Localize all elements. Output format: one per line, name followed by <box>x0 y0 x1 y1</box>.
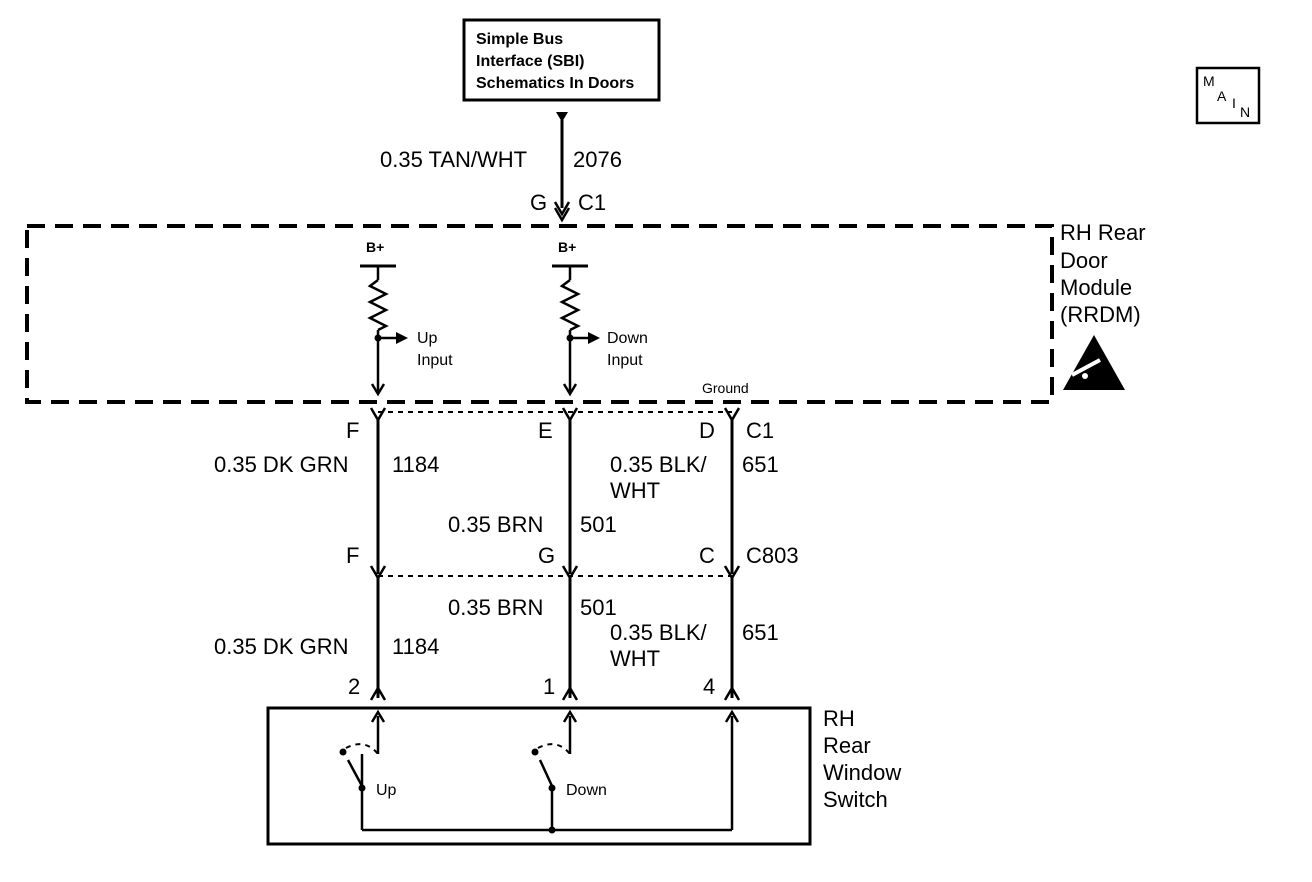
c1-pin-f: F <box>346 418 359 443</box>
main-icon-a: A <box>1217 88 1227 104</box>
down-input-pullup <box>552 264 600 397</box>
ground-label: Ground <box>702 380 749 396</box>
down-switch-contact <box>531 743 571 792</box>
wire-2076 <box>553 112 571 223</box>
wire-651-upper-circuit: 651 <box>742 452 779 477</box>
rrdm-name-line2: Door <box>1060 248 1108 273</box>
wire-651-lower-color2: WHT <box>610 646 660 671</box>
c1-pin-e: E <box>538 418 553 443</box>
up-input-label2: Input <box>417 352 453 369</box>
rrdm-name-line4: (RRDM) <box>1060 302 1141 327</box>
switch-pin-2: 2 <box>348 674 360 699</box>
wire-1184-lower-circuit: 1184 <box>392 634 439 659</box>
up-input-label1: Up <box>417 330 438 347</box>
switch-pin-4: 4 <box>703 674 715 699</box>
down-input-label1: Down <box>607 330 648 347</box>
wire-501-upper-circuit: 501 <box>580 512 617 537</box>
esd-warning-icon <box>1063 335 1125 390</box>
lower-wires <box>376 578 734 698</box>
switch-down-label: Down <box>566 782 607 799</box>
switch-pin-1: 1 <box>543 674 555 699</box>
wire-1184-upper-color: 0.35 DK GRN <box>214 452 349 477</box>
switch-name-line3: Window <box>823 760 901 785</box>
sbi-box-line2: Interface (SBI) <box>476 53 584 70</box>
wire-2076-circuit: 2076 <box>573 147 622 172</box>
wire-1184-upper-circuit: 1184 <box>392 452 439 477</box>
c803-pin-g: G <box>538 543 555 568</box>
up-supply-label: B+ <box>366 239 384 255</box>
sbi-reference-box[interactable]: Simple Bus Interface (SBI) Schematics In… <box>462 18 661 102</box>
c803-connector-label: C803 <box>746 543 799 568</box>
rrdm-name-line1: RH Rear <box>1060 220 1146 245</box>
c1-pins <box>369 407 741 423</box>
up-input-pullup <box>360 264 408 397</box>
wire-651-upper-color1: 0.35 BLK/ <box>610 452 708 477</box>
rear-window-switch[interactable] <box>266 706 812 846</box>
c803-pin-c: C <box>699 543 715 568</box>
wire-651-lower-circuit: 651 <box>742 620 779 645</box>
switch-name-line1: RH <box>823 706 855 731</box>
c803-pin-f: F <box>346 543 359 568</box>
sbi-box-line3: Schematics In Doors <box>476 75 634 92</box>
c1-pin-d: D <box>699 418 715 443</box>
main-icon-i: I <box>1232 95 1236 111</box>
c1-pin-g: G <box>530 190 547 215</box>
down-input-label2: Input <box>607 352 643 369</box>
up-switch-contact <box>339 743 379 792</box>
main-menu-icon[interactable]: M A I N <box>1195 66 1261 125</box>
upper-wires <box>376 420 734 574</box>
wire-501-lower-circuit: 501 <box>580 595 617 620</box>
c1-connector-label: C1 <box>746 418 774 443</box>
main-icon-m: M <box>1203 73 1215 89</box>
wire-1184-lower-color: 0.35 DK GRN <box>214 634 349 659</box>
sbi-box-line1: Simple Bus <box>476 31 563 48</box>
rrdm-module-outline <box>25 224 1054 404</box>
rrdm-name-line3: Module <box>1060 275 1132 300</box>
down-supply-label: B+ <box>558 239 576 255</box>
c1-top-connector: C1 <box>578 190 606 215</box>
switch-connector-pins <box>369 685 741 701</box>
wire-651-lower-color1: 0.35 BLK/ <box>610 620 708 645</box>
switch-name-line2: Rear <box>823 733 871 758</box>
wire-651-upper-color2: WHT <box>610 478 660 503</box>
wire-501-lower-color: 0.35 BRN <box>448 595 543 620</box>
wire-501-upper-color: 0.35 BRN <box>448 512 543 537</box>
main-icon-n: N <box>1240 104 1250 120</box>
switch-up-label: Up <box>376 782 397 799</box>
wire-2076-color: 0.35 TAN/WHT <box>380 147 527 172</box>
switch-name-line4: Switch <box>823 787 888 812</box>
